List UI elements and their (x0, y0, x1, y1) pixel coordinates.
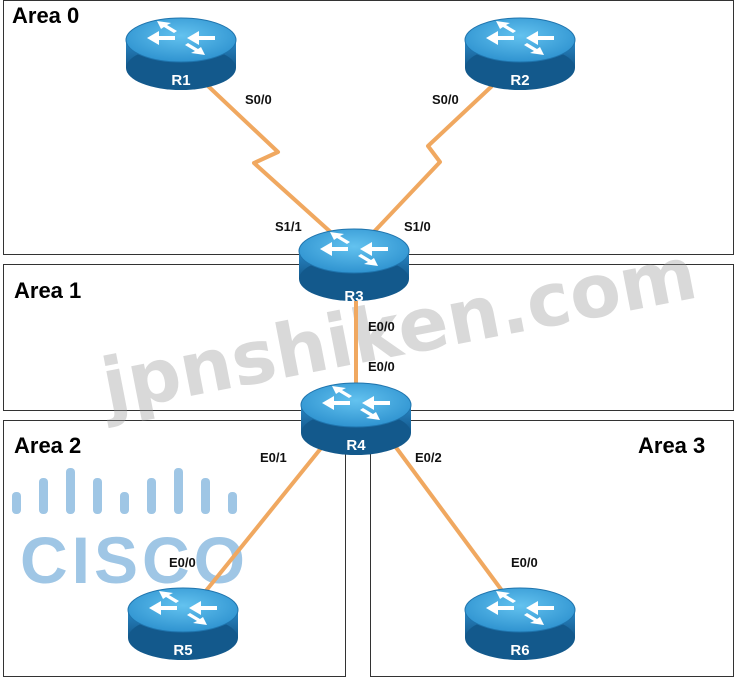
interface-r4-e0-1: E0/1 (260, 450, 287, 465)
link-r4-r6 (390, 440, 505, 594)
router-r3-label: R3 (344, 288, 363, 305)
interface-r3-e0-0: E0/0 (368, 319, 395, 334)
router-r5-label: R5 (173, 642, 192, 659)
router-r2-label: R2 (510, 72, 529, 89)
interface-r6-e0-0: E0/0 (511, 555, 538, 570)
interface-r5-e0-0: E0/0 (169, 555, 196, 570)
router-r4[interactable]: R4 (300, 382, 412, 456)
cisco-logo: CISCO (12, 468, 249, 597)
area-3-label: Area 3 (638, 433, 705, 458)
interface-r3-s1-0: S1/0 (404, 219, 431, 234)
link-r4-r5 (203, 440, 328, 594)
router-r3[interactable]: R3 (298, 228, 410, 305)
router-r5[interactable]: R5 (127, 587, 239, 661)
area-0-label: Area 0 (12, 3, 79, 28)
router-r1-label: R1 (171, 72, 190, 89)
area-0-box (3, 0, 734, 255)
interface-r4-e0-2: E0/2 (415, 450, 442, 465)
router-r6-label: R6 (510, 642, 529, 659)
router-r4-label: R4 (346, 437, 366, 454)
area-2-label: Area 2 (14, 433, 81, 458)
link-r2-r3 (368, 84, 494, 238)
router-r1[interactable]: R1 (125, 17, 237, 91)
router-r2[interactable]: R2 (464, 17, 576, 91)
interface-r2-s0-0: S0/0 (432, 92, 459, 107)
link-r1-r3 (206, 84, 337, 238)
router-r6[interactable]: R6 (464, 587, 576, 661)
area-1-label: Area 1 (14, 278, 81, 303)
area-3-box (370, 420, 734, 677)
interface-r1-s0-0: S0/0 (245, 92, 272, 107)
interface-r4-e0-0: E0/0 (368, 359, 395, 374)
interface-r3-s1-1: S1/1 (275, 219, 302, 234)
cisco-logo-text: CISCO (20, 523, 249, 597)
